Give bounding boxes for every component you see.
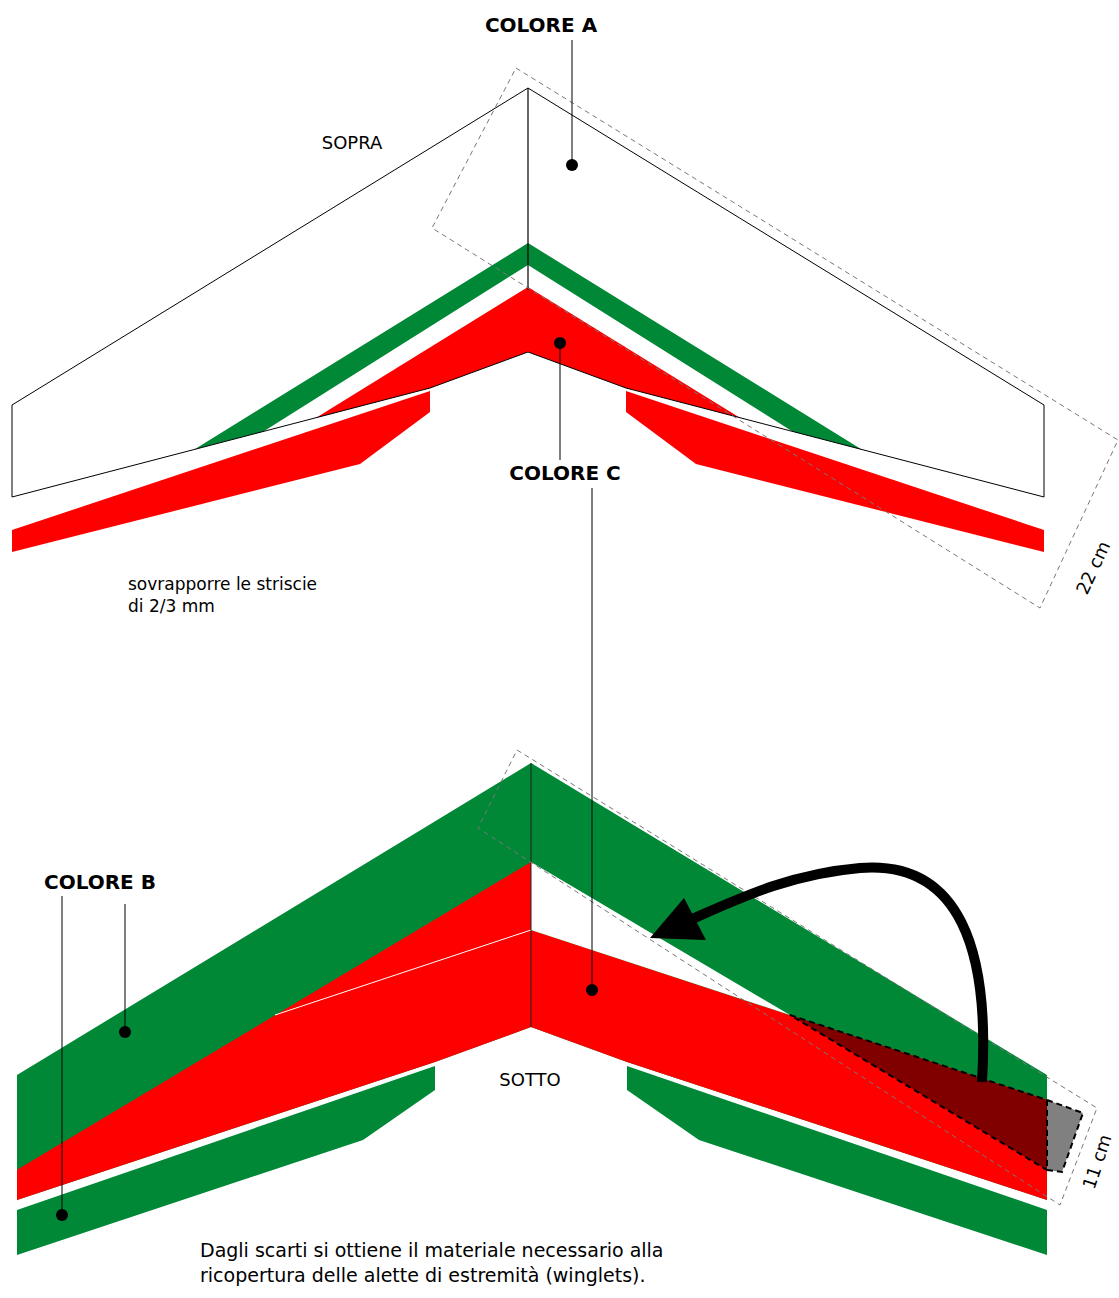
view-label: SOPRA xyxy=(322,131,383,154)
color-callout: COLORE C xyxy=(506,460,623,486)
elevon xyxy=(627,1066,1047,1255)
red-stripe xyxy=(0,287,1100,760)
color-callout: COLORE B xyxy=(41,869,159,895)
center-line xyxy=(527,88,528,290)
center-line xyxy=(531,763,532,1027)
seam-line xyxy=(275,930,531,1015)
green-stripe xyxy=(0,243,1100,625)
elevon xyxy=(626,391,1044,552)
elevon xyxy=(12,391,430,552)
scrap-piece xyxy=(1047,1100,1083,1172)
wing-outline xyxy=(12,88,1044,497)
note-text: Dagli scarti si ottiene il materiale nec… xyxy=(200,1238,760,1287)
leader-lines xyxy=(62,40,592,1215)
view-label: SOTTO xyxy=(496,1068,563,1091)
leader-dots xyxy=(56,159,598,1221)
dimension-frame xyxy=(478,750,1097,1205)
dimension-frame xyxy=(432,68,1118,608)
arrow-head xyxy=(650,898,706,940)
curved-arrow xyxy=(690,868,983,1082)
note-text: sovrapporre le striscie di 2/3 mm xyxy=(128,573,328,617)
dimension-label: 22 cm xyxy=(1069,535,1116,601)
cut-area xyxy=(531,862,790,1015)
elevon xyxy=(17,1066,435,1255)
color-callout: COLORE A xyxy=(482,12,600,38)
red-stripe xyxy=(0,862,531,1298)
dimension-label: 11 cm xyxy=(1076,1129,1117,1195)
